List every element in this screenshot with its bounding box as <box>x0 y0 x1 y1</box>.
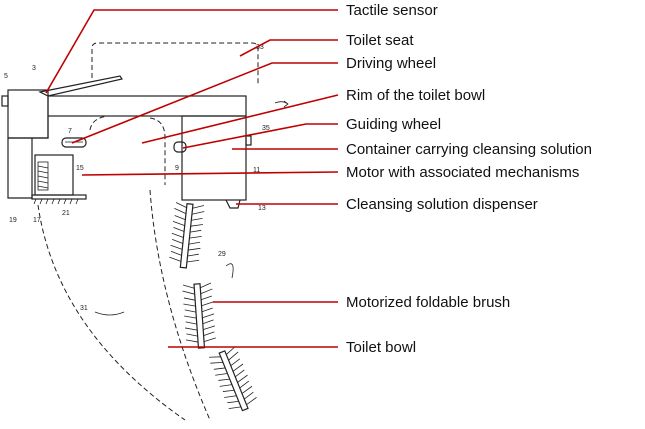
base-plate <box>31 194 87 200</box>
sensor-bump <box>1 95 9 107</box>
ref-33: 33 <box>256 44 264 51</box>
toilet-bowl-outline <box>37 117 211 421</box>
top-arm <box>47 95 247 117</box>
main-housing <box>7 89 49 139</box>
leader-rim <box>141 94 339 144</box>
ref-31: 31 <box>80 305 88 312</box>
label-toilet-seat: Toilet seat <box>346 32 414 49</box>
label-rim: Rim of the toilet bowl <box>346 87 485 104</box>
leader-lines <box>45 9 339 348</box>
ref-9: 9 <box>175 165 179 172</box>
ref-21: 21 <box>62 210 70 217</box>
ref-5: 5 <box>4 73 8 80</box>
ref-17: 17 <box>33 217 41 224</box>
tactile-sensor-bar <box>38 75 123 97</box>
label-toilet-bowl: Toilet bowl <box>346 339 416 356</box>
arm-lower <box>7 116 49 199</box>
toilet-seat-outline <box>91 42 259 86</box>
label-guiding-wheel: Guiding wheel <box>346 116 441 133</box>
ref-15: 15 <box>76 165 84 172</box>
label-brush: Motorized foldable brush <box>346 294 510 311</box>
ref-11: 11 <box>253 167 260 174</box>
driving-wheel-shape <box>61 137 87 148</box>
rim-arrow <box>274 100 289 108</box>
label-container: Container carrying cleansing solution <box>346 141 592 158</box>
label-driving-wheel: Driving wheel <box>346 55 436 72</box>
leader-toilet-seat <box>239 39 338 57</box>
ref-35: 35 <box>262 125 270 132</box>
leader-driving-wheel <box>71 62 338 144</box>
device-drawing: 3 5 7 9 11 13 15 17 19 21 29 31 33 35 <box>1 42 289 421</box>
label-dispenser: Cleansing solution dispenser <box>346 196 538 213</box>
motor-housing <box>34 154 74 196</box>
ref-13: 13 <box>258 205 266 212</box>
reference-numbers: 3 5 7 9 11 13 15 17 19 21 29 31 33 35 <box>4 44 270 312</box>
brush-assembly <box>94 202 257 412</box>
leader-motor <box>81 171 339 176</box>
ref-19: 19 <box>9 217 17 224</box>
container-vent <box>245 135 252 146</box>
container-shape <box>181 115 247 201</box>
leader-guiding-wheel <box>182 123 338 149</box>
leader-tactile-sensor <box>45 9 338 94</box>
label-tactile-sensor: Tactile sensor <box>346 2 438 19</box>
ref-3: 3 <box>32 65 36 72</box>
label-motor: Motor with associated mechanisms <box>346 164 579 181</box>
ref-7: 7 <box>68 128 72 135</box>
labels: Tactile sensor Toilet seat Driving wheel… <box>346 2 592 356</box>
ref-29: 29 <box>218 251 226 258</box>
